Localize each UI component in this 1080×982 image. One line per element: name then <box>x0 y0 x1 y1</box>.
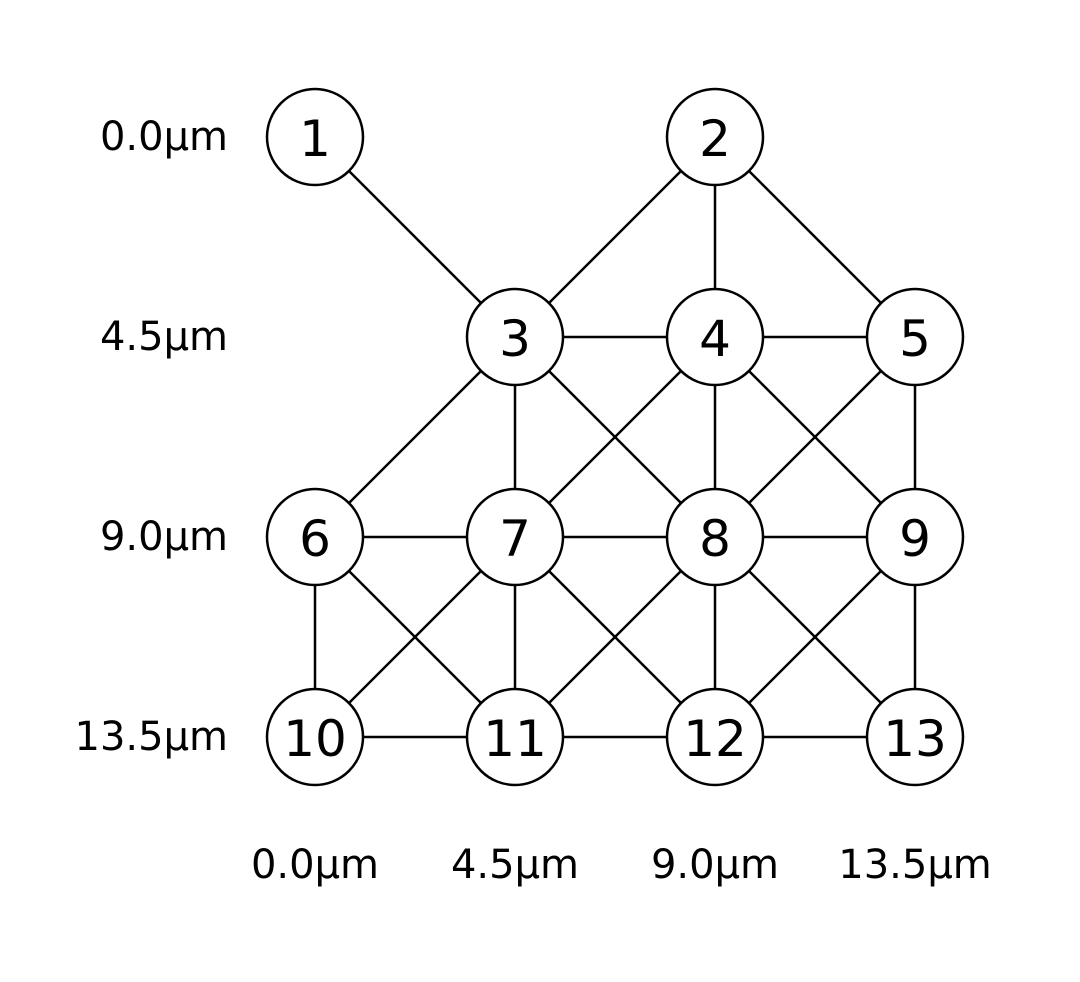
node-circle <box>865 687 965 787</box>
node-label: 5 <box>899 310 931 368</box>
node-label: 9 <box>899 510 931 568</box>
node-5: 5 <box>865 287 965 387</box>
node-label: 1 <box>299 110 331 168</box>
node-circle <box>865 287 965 387</box>
node-circle <box>265 87 365 187</box>
node-11: 11 <box>465 687 565 787</box>
node-circle <box>865 487 965 587</box>
column-axis-labels: 0.0µm 4.5µm 9.0µm 13.5µm <box>251 842 992 888</box>
column-label: 9.0µm <box>651 842 779 888</box>
column-label: 13.5µm <box>838 842 991 888</box>
node-6: 6 <box>265 487 365 587</box>
edges <box>313 136 917 739</box>
node-3: 3 <box>465 287 565 387</box>
column-label: 0.0µm <box>251 842 379 888</box>
node-label: 12 <box>683 710 747 768</box>
node-4: 4 <box>665 287 765 387</box>
node-2: 2 <box>665 87 765 187</box>
node-10: 10 <box>265 687 365 787</box>
row-label: 4.5µm <box>100 314 228 360</box>
row-label: 0.0µm <box>100 114 228 160</box>
row-label: 13.5µm <box>75 714 228 760</box>
node-label: 7 <box>499 510 531 568</box>
node-circle <box>465 287 565 387</box>
node-circle <box>465 487 565 587</box>
node-label: 10 <box>283 710 347 768</box>
row-axis-labels: 0.0µm 4.5µm 9.0µm 13.5µm <box>75 114 228 760</box>
node-1: 1 <box>265 87 365 187</box>
node-circle <box>665 687 765 787</box>
node-circle <box>665 287 765 387</box>
node-13: 13 <box>865 687 965 787</box>
node-circle <box>465 687 565 787</box>
node-label: 8 <box>699 510 731 568</box>
node-circle <box>265 487 365 587</box>
node-7: 7 <box>465 487 565 587</box>
node-circle <box>665 487 765 587</box>
node-label: 11 <box>483 710 547 768</box>
node-circle <box>665 87 765 187</box>
node-label: 6 <box>299 510 331 568</box>
node-label: 13 <box>883 710 947 768</box>
node-label: 4 <box>699 310 731 368</box>
node-12: 12 <box>665 687 765 787</box>
node-label: 2 <box>699 110 731 168</box>
node-circle <box>265 687 365 787</box>
node-8: 8 <box>665 487 765 587</box>
row-label: 9.0µm <box>100 514 228 560</box>
column-label: 4.5µm <box>451 842 579 888</box>
node-label: 3 <box>499 310 531 368</box>
node-9: 9 <box>865 487 965 587</box>
